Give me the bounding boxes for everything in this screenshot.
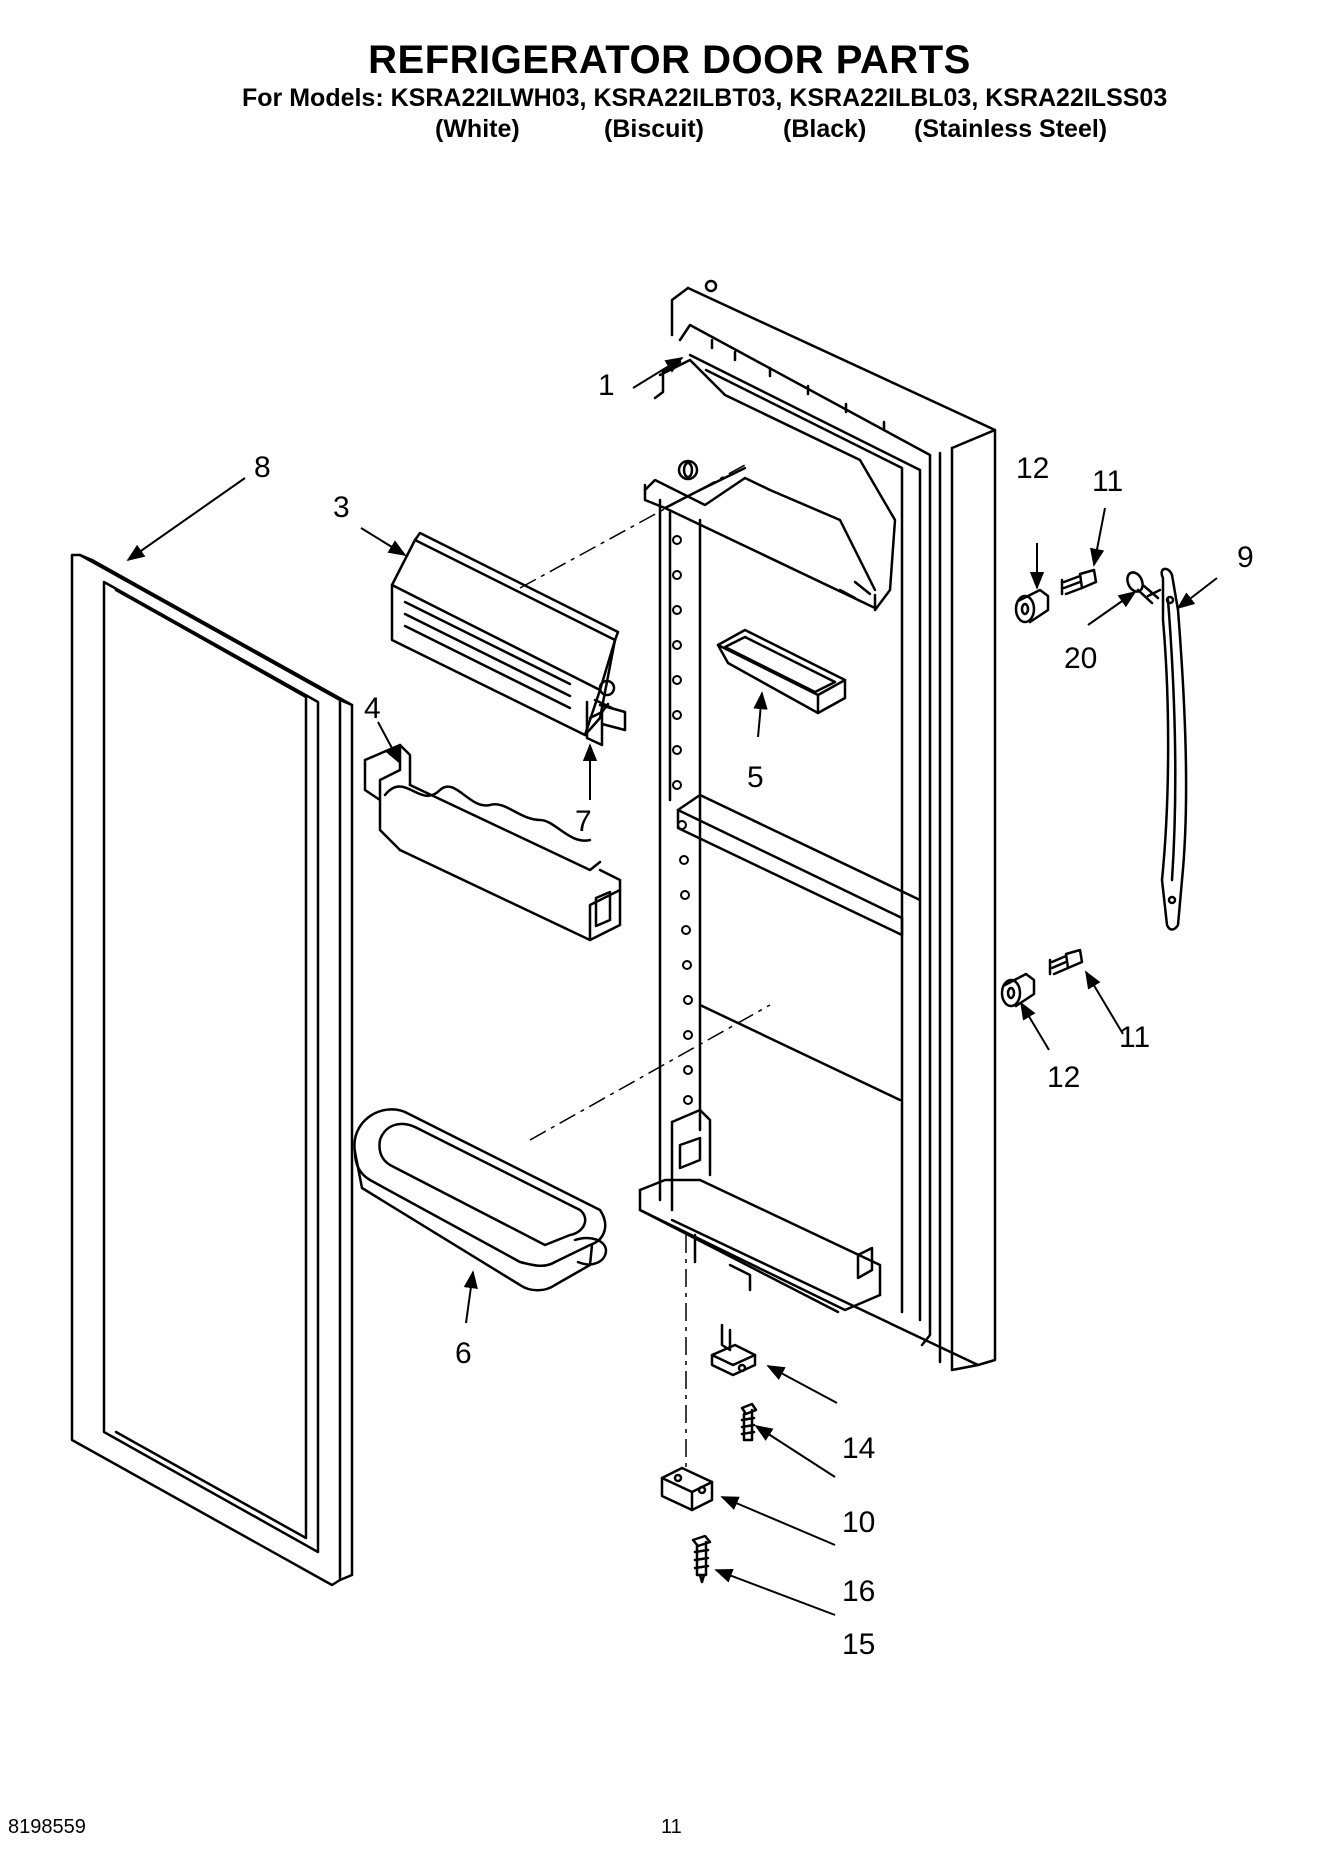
door-gasket-part bbox=[70, 553, 354, 1587]
spacer-upper-part bbox=[1014, 588, 1050, 624]
callout-1: 1 bbox=[598, 369, 615, 402]
hinge-pin-bushing-part bbox=[710, 1323, 757, 1377]
handle-screw-part bbox=[1126, 571, 1162, 605]
callout-12-upper: 12 bbox=[1016, 452, 1049, 485]
callout-14: 14 bbox=[842, 1432, 875, 1465]
door-assembly-part bbox=[638, 279, 997, 1372]
screw-upper-part bbox=[1060, 568, 1098, 596]
page-number: 11 bbox=[661, 1816, 682, 1838]
spacer-lower-part bbox=[1000, 972, 1036, 1008]
callout-11-upper: 11 bbox=[1092, 465, 1123, 498]
color-stainless: (Stainless Steel) bbox=[914, 115, 1108, 143]
door-handle-part bbox=[1160, 567, 1188, 931]
screw-10-part bbox=[740, 1402, 758, 1442]
callout-4: 4 bbox=[364, 692, 381, 725]
callout-9: 9 bbox=[1237, 541, 1254, 574]
hinge-pin-part bbox=[585, 700, 627, 747]
screw-lower-part bbox=[1048, 948, 1084, 976]
door-bin-part bbox=[353, 1108, 608, 1292]
callout-20: 20 bbox=[1064, 642, 1097, 675]
callout-7: 7 bbox=[575, 805, 592, 838]
screw-15-part bbox=[691, 1534, 712, 1584]
models-line: For Models: KSRA22ILWH03, KSRA22ILBT03, … bbox=[242, 84, 1168, 112]
color-white: (White) bbox=[435, 115, 520, 143]
callout-10: 10 bbox=[842, 1506, 875, 1539]
callout-16: 16 bbox=[842, 1575, 875, 1608]
callout-6: 6 bbox=[455, 1337, 472, 1370]
dairy-door-part bbox=[390, 531, 620, 737]
callout-11-lower: 11 bbox=[1119, 1021, 1150, 1054]
callout-8: 8 bbox=[254, 451, 271, 484]
color-black: (Black) bbox=[783, 115, 867, 143]
callout-5: 5 bbox=[747, 761, 764, 794]
callout-3: 3 bbox=[333, 491, 350, 524]
egg-tray-part bbox=[363, 743, 622, 942]
page-title: REFRIGERATOR DOOR PARTS bbox=[368, 38, 971, 82]
bottom-hinge-part bbox=[660, 1466, 714, 1512]
callout-12-lower: 12 bbox=[1047, 1061, 1080, 1094]
doc-number: 8198559 bbox=[8, 1816, 86, 1838]
color-biscuit: (Biscuit) bbox=[604, 115, 704, 143]
callout-15: 15 bbox=[842, 1628, 875, 1661]
small-bin-part bbox=[716, 628, 847, 715]
